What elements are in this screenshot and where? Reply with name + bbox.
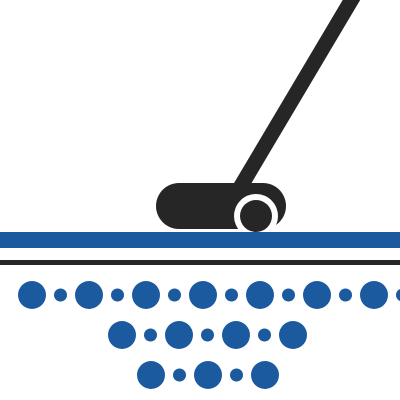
large-dot <box>246 281 274 309</box>
small-dot <box>396 289 400 301</box>
small-dot <box>54 288 67 302</box>
large-dot <box>165 321 193 349</box>
wheel <box>240 200 272 232</box>
large-dot <box>132 281 160 309</box>
handle <box>233 0 361 194</box>
large-dot <box>279 321 307 349</box>
large-dot <box>75 281 103 309</box>
small-dot <box>230 368 243 382</box>
small-dot <box>258 328 271 342</box>
small-dot <box>144 328 157 342</box>
small-dot <box>111 288 124 302</box>
large-dot <box>194 361 222 389</box>
large-dot <box>189 281 217 309</box>
small-dot <box>282 288 295 302</box>
large-dot <box>137 361 165 389</box>
floor-line <box>0 260 400 265</box>
large-dot <box>360 281 388 309</box>
blue-stripe <box>0 232 400 248</box>
small-dot <box>339 288 352 302</box>
large-dot <box>303 281 331 309</box>
small-dot <box>173 368 186 382</box>
dots-pattern <box>18 281 400 389</box>
small-dot <box>225 288 238 302</box>
large-dot <box>251 361 279 389</box>
large-dot <box>18 281 46 309</box>
small-dot <box>168 288 181 302</box>
small-dot <box>201 328 214 342</box>
large-dot <box>108 321 136 349</box>
large-dot <box>222 321 250 349</box>
